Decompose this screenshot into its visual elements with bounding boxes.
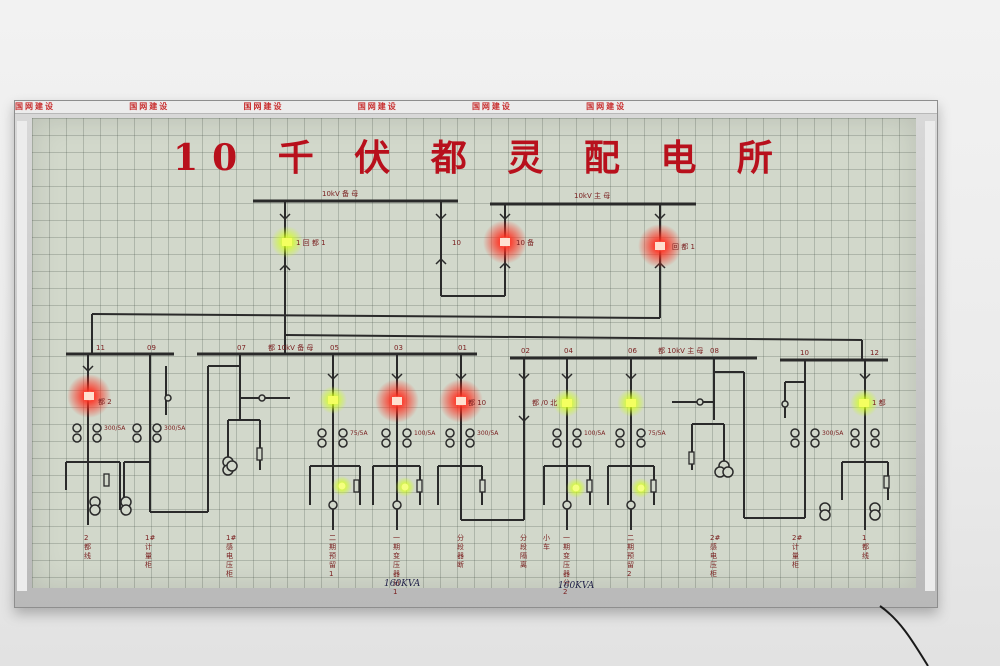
tape-text-5: 国网建设 [471, 102, 512, 111]
lamp-feeder-1 [282, 238, 292, 246]
bay-11-lamp-label: 都 2 [98, 398, 112, 406]
transformer-symbols [89, 394, 881, 521]
label-lower-bus-right: 都 10kV 主 母 [658, 346, 703, 355]
bay-01-lamp-label: 都 10 [468, 399, 486, 407]
bay-number-06: 06 [628, 347, 637, 355]
ct-rating-bay-09: 300/5A [164, 425, 186, 432]
ct-rating-bay-05: 75/5A [350, 430, 368, 437]
bay-number-05: 05 [330, 344, 339, 352]
bottom-label-1: 1#计量柜 [145, 534, 155, 569]
ct-rating-bay-04: 100/5A [584, 430, 606, 437]
bottom-label-5: 分段器断 [457, 533, 464, 569]
bottom-label-6: 分段隔离 [520, 533, 527, 569]
bay-number-12: 12 [870, 349, 879, 357]
lamp-feeder-2 [500, 238, 510, 246]
label-lower-bus-left: 都 10kV 备 母 [268, 343, 313, 352]
bay-number-11: 11 [96, 344, 105, 352]
frame-tape: 国网建设 国网建设 国网建设 国网建设 国网建设 国网建设 [15, 101, 937, 114]
bottom-label-7: 小车 [543, 533, 550, 551]
lamp-bay-01 [456, 397, 466, 405]
handwritten-note-2: 160KVA [558, 581, 595, 591]
tie-label: 10 [452, 239, 461, 247]
bay-12-lamp-label: 1 都 [872, 399, 886, 407]
power-cable [879, 605, 929, 666]
lamp-bay-05 [328, 396, 338, 404]
handwritten-note-1: 160KVA [384, 579, 421, 589]
bottom-label-2: 1#感电压柜 [226, 534, 236, 578]
ct-rating-bay-01: 300/5A [477, 430, 499, 437]
lamp-feeder-3 [655, 242, 665, 250]
tape-text-6: 国网建设 [586, 102, 627, 111]
tape-text-2: 国网建设 [129, 102, 170, 111]
ct-rating-bay-06: 75/5A [648, 430, 666, 437]
bottom-label-10: 2#感电压柜 [710, 534, 720, 578]
frame-tape-right [925, 121, 935, 591]
bay-02-lamp-label: 都 /0 北 [532, 399, 557, 407]
label-upper-bus-left: 10kV 备 母 [322, 189, 358, 198]
bus-labels: 10kV 备 母 10kV 主 母 都 10kV 备 母 都 10kV 主 母 [268, 189, 703, 355]
ct-ratings: 300/5A 300/5A 75/5A 100/5A 300/5A 100/5A… [104, 425, 844, 437]
lamp-bay-11 [84, 392, 94, 400]
feeder-1-label: 1 回 都 1 [296, 239, 326, 247]
label-upper-bus-right: 10kV 主 母 [574, 191, 610, 200]
lamp-bay-03 [392, 397, 402, 405]
bay-number-03: 03 [394, 344, 403, 352]
ct-rating-bay-03: 100/5A [414, 430, 436, 437]
bottom-label-11: 2#计量柜 [792, 534, 802, 569]
bay-number-02: 02 [521, 347, 530, 355]
bay-number-07: 07 [237, 344, 246, 352]
bay-number-10: 10 [800, 349, 809, 357]
ct-rating-bay-11: 300/5A [104, 425, 126, 432]
tape-text-4: 国网建设 [357, 102, 398, 111]
lamp-bay-12 [859, 399, 869, 407]
upper-feeder-labels: 1 回 都 1 10 备 回 都 1 10 [296, 238, 695, 251]
current-transformer-symbols [72, 423, 880, 448]
wiring [65, 199, 889, 530]
ct-rating-bay-10: 300/5A [822, 430, 844, 437]
feeder-3-label: 回 都 1 [672, 243, 695, 251]
lamp-bay-04 [562, 399, 572, 407]
bay-number-04: 04 [564, 347, 573, 355]
feeder-2-label: 10 备 [516, 238, 534, 247]
frame-tape-left [17, 121, 27, 591]
lamp-cores [84, 238, 869, 492]
bay-number-01: 01 [458, 344, 467, 352]
bay-number-08: 08 [710, 347, 719, 355]
handwritten-notes: 160KVA 160KVA [384, 579, 595, 591]
lamp-bay-06 [626, 399, 636, 407]
bay-lamp-labels: 都 2 都 10 都 /0 北 1 都 [98, 398, 886, 407]
panel-title: 10 千 伏 都 灵 配 电 所 [173, 137, 787, 179]
bay-number-09: 09 [147, 344, 156, 352]
tape-text-1: 国网建设 [15, 102, 55, 111]
bay-numbers: 11 09 07 05 03 01 02 04 06 08 10 12 [96, 344, 879, 357]
fuse-symbols [103, 447, 890, 493]
tape-text-3: 国网建设 [243, 102, 284, 111]
